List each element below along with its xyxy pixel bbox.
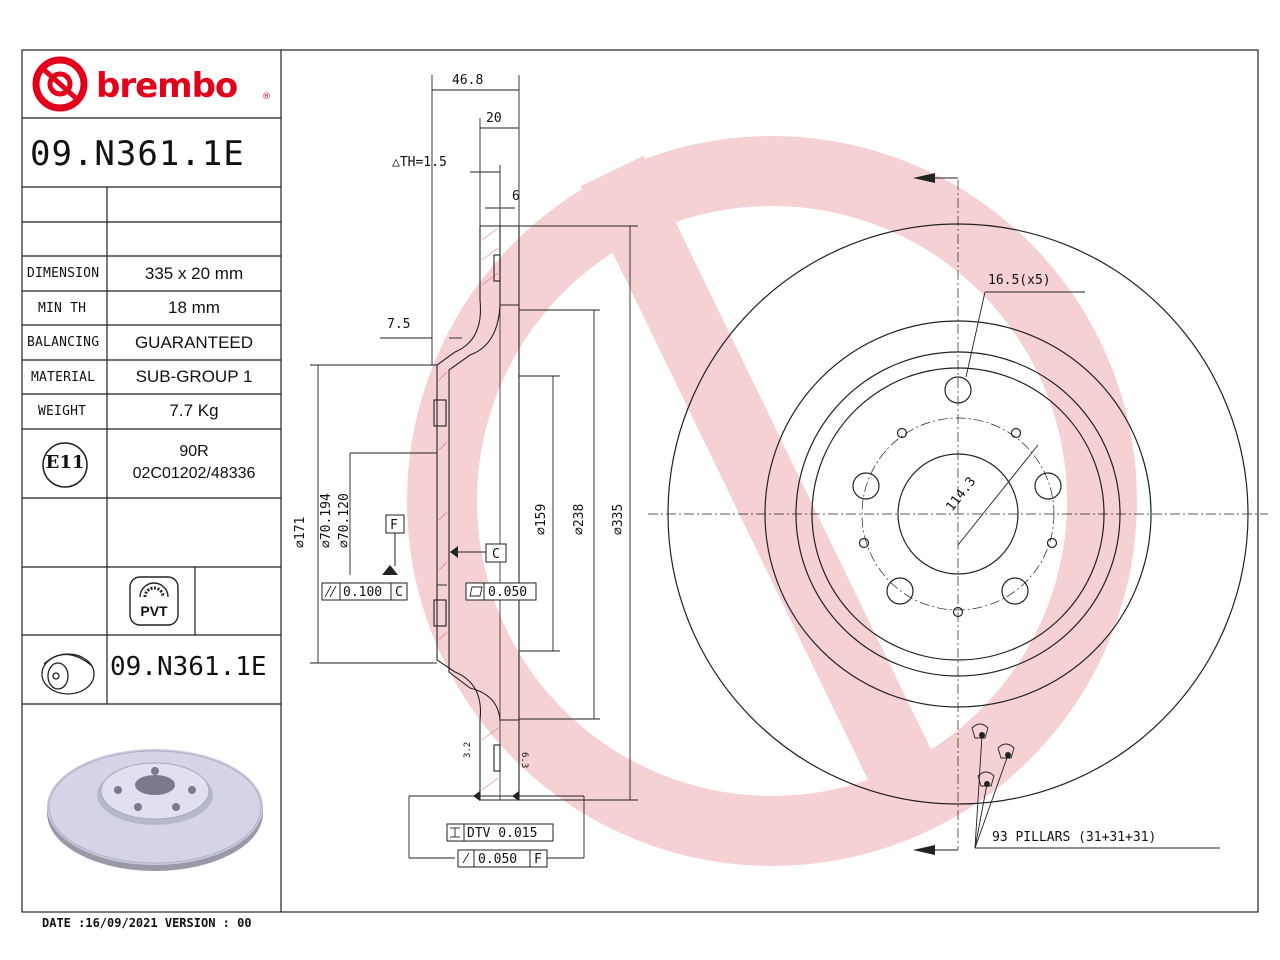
part-number-small: 09.N361.1E [110, 652, 267, 682]
tol-flatness: 0.050 [488, 585, 527, 600]
disc-render-image [47, 749, 263, 871]
version-value: 00 [237, 916, 252, 930]
e-mark-icon [42, 442, 88, 488]
footer-info: DATE :16/09/2021 VERSION : 00 [42, 916, 252, 930]
part-number-title: 09.N361.1E [30, 134, 245, 174]
tol-parallel-datum: C [395, 585, 403, 600]
pvt-label: PVT [140, 603, 168, 619]
dtv-tolerance: DTV 0.015 [467, 826, 537, 841]
dim-6: 6 [512, 189, 520, 204]
spec-label-weight: WEIGHT [38, 404, 87, 419]
dim-d335: ⌀335 [611, 504, 626, 535]
e-mark-label: E11 [45, 452, 85, 473]
dim-d238: ⌀238 [572, 504, 587, 535]
version-label: VERSION : [164, 916, 230, 930]
brembo-logo-icon [32, 56, 88, 112]
dim-d70-120: ⌀70.120 [337, 493, 352, 548]
registered-mark: ® [262, 92, 271, 102]
spec-value-balancing: GUARANTEED [134, 333, 254, 352]
approval-line-2: 02C01202/48336 [132, 465, 256, 482]
dim-20: 20 [486, 111, 502, 126]
date-value: 16/09/2021 [85, 916, 158, 930]
dim-th-tolerance: △TH=1.5 [392, 155, 447, 170]
dim-pcd: 114.3 [943, 474, 979, 514]
disc-type-icon [41, 653, 95, 695]
dim-d171: ⌀171 [293, 517, 308, 548]
approval-line-1: 90R [179, 443, 209, 460]
datum-c: C [492, 547, 500, 562]
brand-watermark [407, 136, 1137, 866]
datum-f: F [390, 518, 398, 533]
dim-46-8: 46.8 [452, 73, 483, 88]
spec-label-balancing: BALANCING [27, 335, 100, 350]
tol-parallel: 0.100 [343, 585, 382, 600]
spec-value-weight: 7.7 Kg [169, 401, 219, 420]
spec-value-min-th: 18 mm [168, 298, 220, 317]
roughness-1: 3.2 [463, 742, 473, 758]
spec-value-material: SUB-GROUP 1 [135, 367, 253, 386]
section-profile [436, 226, 520, 801]
runout-datum: F [534, 852, 542, 867]
pvt-icon [129, 576, 179, 626]
roughness-2: 6.3 [519, 752, 529, 768]
runout-tolerance: 0.050 [478, 852, 517, 867]
dim-7-5: 7.5 [387, 317, 410, 332]
spec-label-dimension: DIMENSION [27, 266, 100, 281]
spec-label-material: MATERIAL [31, 370, 96, 385]
brand-wordmark: brembo [96, 66, 238, 106]
spec-value-dimension: 335 x 20 mm [144, 264, 244, 283]
bolt-hole-size: 16.5(x5) [988, 273, 1051, 288]
dim-d159: ⌀159 [534, 504, 549, 535]
spec-label-min-th: MIN TH [38, 301, 87, 316]
date-label: DATE : [42, 916, 86, 930]
pillars-count: 93 PILLARS (31+31+31) [992, 830, 1156, 845]
dim-d70-194: ⌀70.194 [319, 493, 334, 548]
